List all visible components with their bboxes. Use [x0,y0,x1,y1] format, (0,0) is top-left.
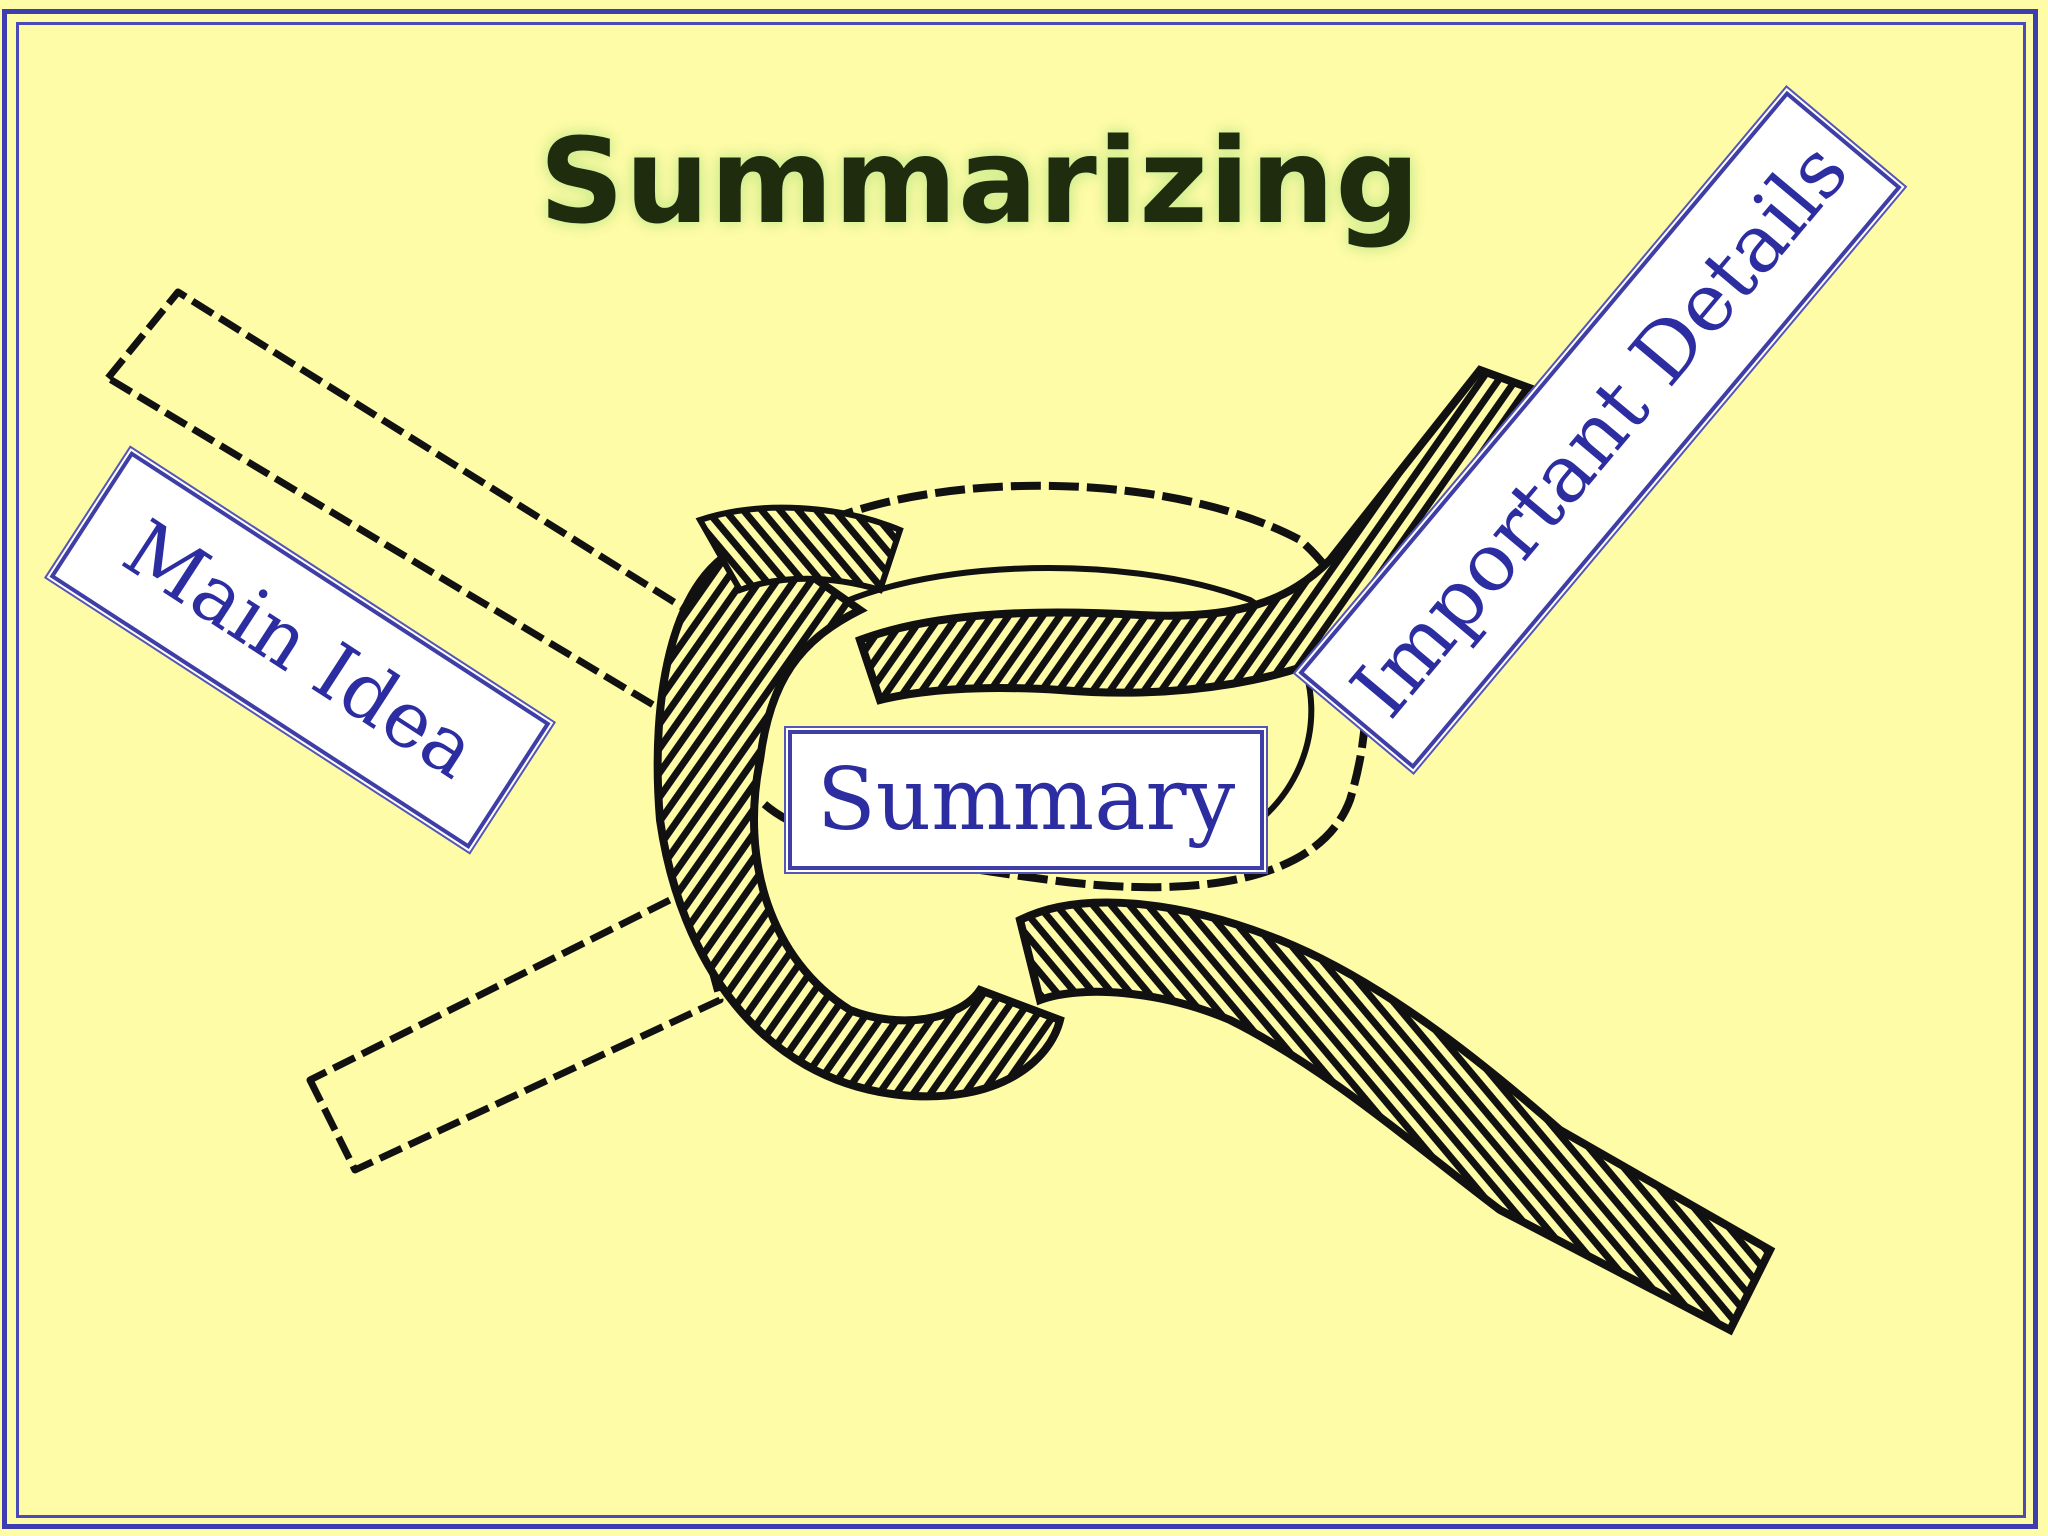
rope-plain-lower-strand [306,886,724,1174]
rope-hatched-lower-strand [1015,898,1776,1336]
slide-inner-border [16,22,2026,1518]
summary-label: Summary [788,730,1264,870]
slide-title: Summarizing [539,112,1421,250]
rope-hatched-upper-strand [854,365,1598,705]
rope-hatched-loop [653,504,1065,1101]
slide-outer-border [2,9,2038,1529]
